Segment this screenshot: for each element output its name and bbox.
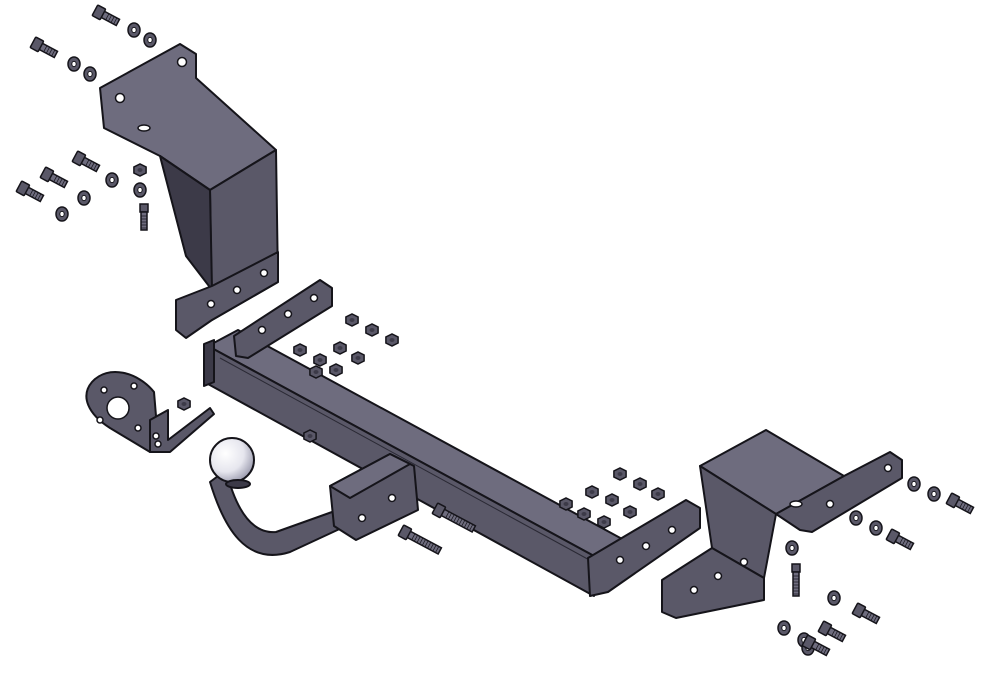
right-bracket-side-flange [775, 451, 903, 533]
left-bracket-holes [114, 56, 269, 309]
left-mounting-bracket [99, 43, 279, 339]
hex-nut [585, 485, 599, 499]
hex-nut [177, 397, 191, 411]
right-beam-mounting-plate [587, 499, 701, 597]
washer [907, 476, 921, 492]
hex-nut [613, 467, 627, 481]
washer [127, 22, 141, 38]
hex-nut [605, 493, 619, 507]
socket-angle-bracket [149, 407, 215, 453]
left-bracket-lower-plate [175, 251, 279, 339]
washer [827, 590, 841, 606]
hex-nut [333, 341, 347, 355]
tow-ball-neck [209, 469, 347, 556]
hex-nut [385, 333, 399, 347]
bolt [29, 36, 59, 59]
hex-nut [293, 343, 307, 357]
hex-nut [309, 365, 323, 379]
washer [869, 520, 883, 536]
hex-nut [559, 497, 573, 511]
bolt [397, 524, 443, 556]
hex-nut [133, 163, 147, 177]
tow-ball-hitch [209, 437, 419, 556]
fastener-set [15, 4, 975, 657]
right-mounting-bracket [661, 429, 903, 619]
hex-nut [633, 477, 647, 491]
right-bracket-lower-leg [661, 547, 765, 619]
hex-nut [577, 507, 591, 521]
bolt [945, 492, 975, 515]
bolt [817, 620, 847, 643]
hex-nut [365, 323, 379, 337]
hex-nut [597, 515, 611, 529]
washer [105, 172, 119, 188]
hex-nut [651, 487, 665, 501]
bolt [885, 528, 915, 551]
hex-nut [351, 351, 365, 365]
washer [67, 56, 81, 72]
bolt [851, 602, 881, 625]
bolt [39, 166, 69, 189]
bolt [791, 563, 801, 597]
bolt [15, 180, 45, 203]
washer [133, 182, 147, 198]
hitch-mount-top [329, 453, 411, 499]
tow-ball [209, 437, 255, 483]
tow-bar-cross-beam [203, 329, 625, 597]
washer [143, 32, 157, 48]
washer [77, 190, 91, 206]
washer [55, 206, 69, 222]
hex-nut [623, 505, 637, 519]
washer [849, 510, 863, 526]
washer [777, 620, 791, 636]
washer [927, 486, 941, 502]
hex-nut [345, 313, 359, 327]
hex-nut [329, 363, 343, 377]
hex-nut [313, 353, 327, 367]
hex-nut [303, 429, 317, 443]
bolt [91, 4, 121, 27]
washer [785, 540, 799, 556]
washer [83, 66, 97, 82]
bolt [801, 634, 831, 657]
bolt [139, 203, 149, 231]
bolt [71, 150, 101, 173]
electrical-socket-plate [85, 371, 159, 453]
beam-left-end-cap [203, 339, 215, 387]
bolt [431, 502, 477, 534]
beam-top-face [207, 329, 625, 557]
left-beam-mounting-plate [233, 279, 333, 359]
